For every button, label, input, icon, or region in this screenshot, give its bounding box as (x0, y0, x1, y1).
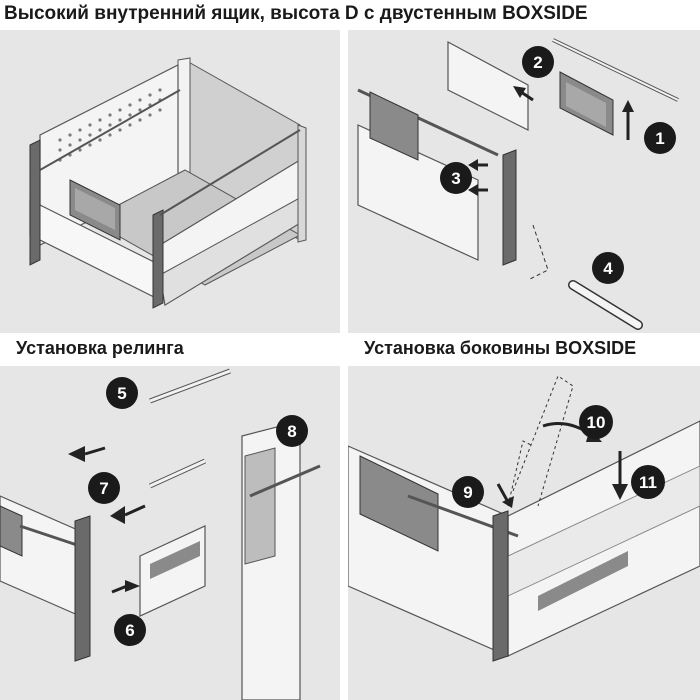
step-label-2: 2 (533, 53, 542, 72)
step-label-1: 1 (655, 129, 664, 148)
step-badge-1 (644, 122, 676, 154)
step-label-7: 7 (99, 479, 108, 498)
step-label-9: 9 (463, 483, 472, 502)
step-label-3: 3 (451, 169, 460, 188)
page-title-text: Высокий внутренний ящик, высота D с двус… (4, 3, 588, 24)
section-title-railing: Установка релинга (16, 338, 184, 358)
section-title-boxside: Установка боковины BOXSIDE (364, 338, 637, 358)
page-title: Высокий внутренний ящик, высота D с двус… (0, 0, 700, 30)
step-badge-6 (114, 614, 146, 646)
step-badge-2 (522, 46, 554, 78)
step-badge-4 (592, 252, 624, 284)
step-badge-11 (631, 465, 665, 499)
step-badge-9 (452, 476, 484, 508)
step-badge-3 (440, 162, 472, 194)
panel-exploded-view: 1 2 3 4 (348, 30, 700, 333)
step-label-6: 6 (125, 621, 134, 640)
exploded-illustration: 1 2 3 4 (357, 38, 679, 330)
step-badge-7 (88, 472, 120, 504)
step-label-5: 5 (117, 384, 126, 403)
step-label-4: 4 (603, 259, 613, 278)
panel-railing-installation: 5 6 7 8 (0, 366, 340, 700)
step-badge-8 (276, 415, 308, 447)
panel-assembled-drawer (0, 30, 340, 333)
step-label-8: 8 (287, 422, 296, 441)
railing-illustration: 5 6 7 8 (0, 368, 321, 700)
step-badge-5 (106, 377, 138, 409)
panel-boxside-installation: 9 10 11 (348, 366, 700, 700)
boxside-illustration: 9 10 11 (348, 375, 700, 662)
step-badge-10 (579, 405, 613, 439)
section-header-boxside: Установка боковины BOXSIDE (348, 333, 700, 363)
section-header-railing: Установка релинга (0, 333, 340, 363)
step-label-11: 11 (639, 473, 657, 492)
step-label-10: 10 (587, 413, 606, 432)
drawer-illustration (29, 57, 307, 309)
